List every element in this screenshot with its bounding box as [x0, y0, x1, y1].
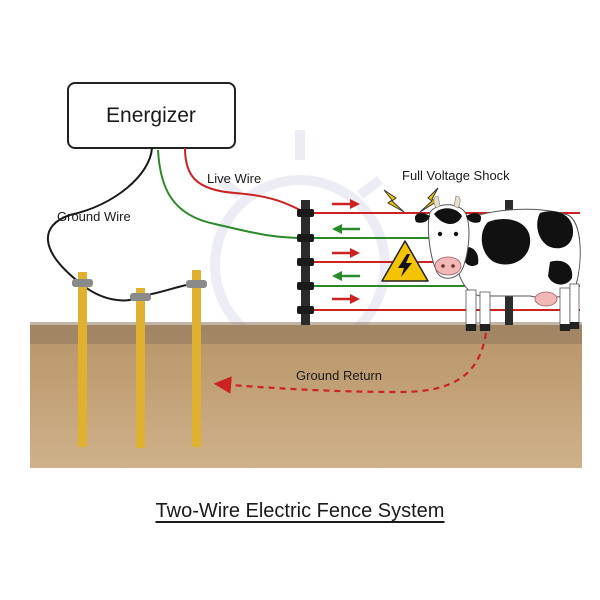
live-wire-label: Live Wire [207, 171, 261, 186]
ground-return-label: Ground Return [296, 368, 382, 383]
live-wire [184, 147, 307, 214]
rod-clamp [72, 279, 93, 287]
rod-clamp [130, 293, 151, 301]
full-voltage-shock-label: Full Voltage Shock [402, 168, 510, 183]
ground-rod [78, 272, 87, 447]
current-arrows [332, 199, 360, 304]
ground-rods [72, 270, 207, 448]
ground-rod [136, 288, 145, 448]
ground-wire [46, 147, 199, 302]
ground-wire-label: Ground Wire [57, 209, 131, 224]
ground-wire-to-fence [157, 149, 307, 239]
soil [30, 322, 582, 468]
high-voltage-warning-icon [381, 240, 429, 282]
ground-rod [192, 270, 201, 447]
diagram-caption: Two-Wire Electric Fence System [155, 500, 445, 522]
rod-clamp [186, 280, 207, 288]
energizer-box: Energizer [67, 82, 236, 149]
energizer-label: Energizer [106, 104, 196, 127]
cow-illustration [414, 195, 581, 331]
ground-return-path [213, 332, 488, 394]
shock-bolt-icon [383, 187, 439, 213]
